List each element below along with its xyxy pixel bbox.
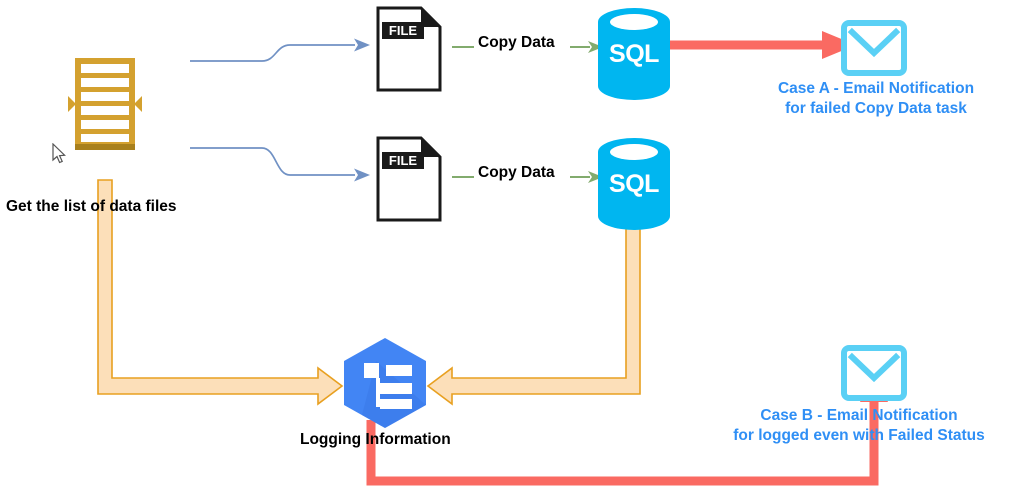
case-a-annotation: Case A - Email Notification for failed C… xyxy=(746,79,1006,119)
foreach-activity-icon[interactable] xyxy=(68,58,142,150)
copy-data-label: Copy Data xyxy=(478,164,555,181)
edge-foreach-to-file-2 xyxy=(190,147,370,182)
file-badge-label: FILE xyxy=(389,153,417,168)
logging-hexagon-icon[interactable] xyxy=(340,337,430,429)
case-a-line-1: Case A - Email Notification xyxy=(777,80,975,97)
copy-data-label: Copy Data xyxy=(478,34,555,51)
sql-database-icon[interactable]: SQL xyxy=(598,138,670,230)
case-b-line-2: for logged even with Failed Status xyxy=(733,426,985,444)
edge-foreach-to-logging xyxy=(97,179,344,406)
case-b-line-1: Case B - Email Notification xyxy=(760,407,958,424)
edge-foreach-to-file-1 xyxy=(190,38,370,62)
file-icon[interactable]: FILE xyxy=(375,5,443,93)
case-a-line-2: for failed Copy Data task xyxy=(785,99,967,117)
file-badge-label: FILE xyxy=(389,23,417,38)
envelope-icon[interactable] xyxy=(841,345,907,401)
edge-copy-data-2 xyxy=(452,171,603,183)
logging-label: Logging Information xyxy=(300,431,451,448)
edge-sql2-to-logging xyxy=(426,224,641,406)
case-b-annotation: Case B - Email Notification for logged e… xyxy=(704,406,1014,446)
edge-sql1-to-email-a xyxy=(660,31,856,59)
mouse-cursor-arrow xyxy=(52,142,68,165)
foreach-label: Get the list of data files xyxy=(6,198,177,215)
edge-copy-data-1 xyxy=(452,41,603,53)
file-icon[interactable]: FILE xyxy=(375,135,443,223)
envelope-icon[interactable] xyxy=(841,20,907,76)
sql-database-icon[interactable]: SQL xyxy=(598,8,670,100)
